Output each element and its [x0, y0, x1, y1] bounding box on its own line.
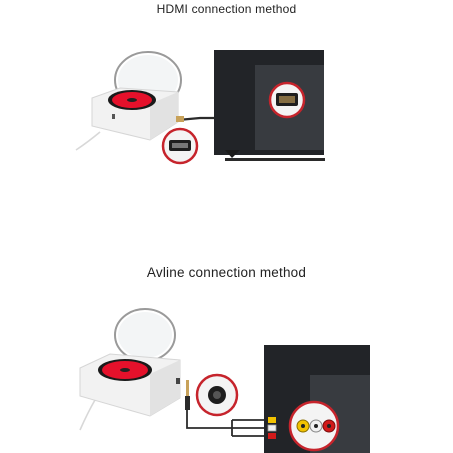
avline-section-title: Avline connection method	[146, 265, 307, 280]
aux-port-hole	[213, 391, 221, 399]
hdmi-section-title: HDMI connection method	[156, 2, 297, 16]
av-cable	[186, 410, 330, 437]
disc-spindle	[127, 98, 137, 102]
player-button	[112, 114, 115, 119]
tv	[214, 50, 325, 161]
lid-glass	[118, 312, 172, 358]
rca-plug-yellow	[268, 417, 276, 423]
tv-stand	[225, 150, 240, 158]
hdmi-connection-diagram	[75, 50, 325, 165]
rca-plug-white	[267, 424, 277, 432]
disc-spindle	[120, 368, 130, 372]
aux-plug-body	[185, 396, 190, 410]
av-port-red-hole	[327, 424, 331, 428]
av-port-yellow-hole	[301, 424, 305, 428]
player-side	[150, 92, 178, 140]
player-button	[176, 378, 180, 384]
rca-plug-red	[268, 433, 276, 439]
power-cable	[75, 131, 101, 151]
player-hdmi-pins	[172, 143, 188, 148]
tv-hdmi-pins	[279, 96, 295, 103]
tv-stand-base	[225, 158, 325, 161]
power-cable	[79, 399, 96, 431]
cd-player	[79, 308, 181, 417]
aux-plug-tip	[186, 380, 189, 398]
hdmi-plug-player	[176, 116, 184, 122]
cd-player	[91, 51, 182, 141]
avline-connection-diagram	[79, 308, 370, 453]
player-side	[150, 360, 180, 416]
av-port-white-hole	[314, 424, 318, 428]
